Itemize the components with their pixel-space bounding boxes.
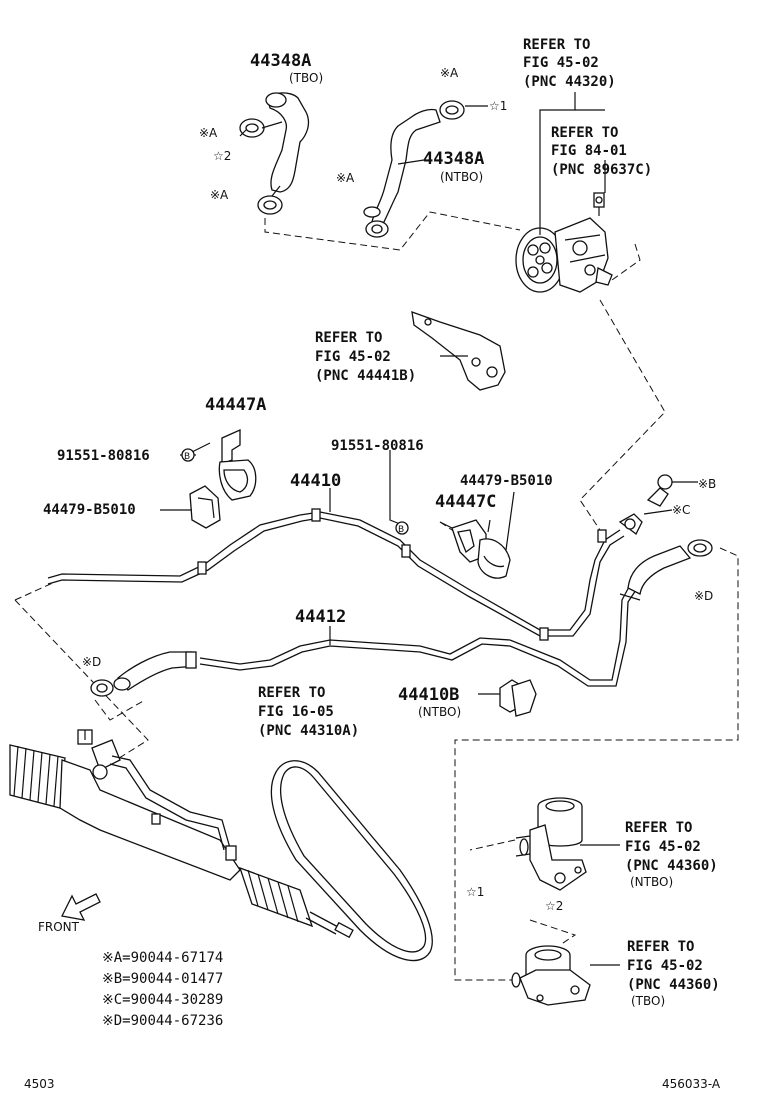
reservoir-ntbo [515,797,587,891]
sensor-ref-line-3: (PNC 89637C) [551,162,652,178]
pump-ref-line-2: FIG 45-02 [523,55,599,71]
footer-figure-number: 456033-A [662,1077,721,1091]
label-44348a-ntbo: 44348A [423,149,484,169]
pump-ref-line-3: (PNC 44320) [523,74,616,90]
callout-c-1: ※C [672,503,690,517]
power-steering-pump [515,192,613,293]
bracket-ref-line-3: (PNC 44441B) [315,368,416,384]
note-44410b: (NTBO) [418,705,461,719]
clamp-44410b [478,679,537,717]
belt-ref-line-1: REFER TO [258,685,325,701]
callout-d-1: ※D [694,589,713,603]
label-44410: 44410 [290,471,341,491]
sensor-ref-line-1: REFER TO [551,125,618,141]
callout-symbols: ※A ☆2 ※A ※A ☆1 ※A ※B ※C ※D ※D ☆1 ☆2 B B [82,66,716,913]
reservoir-tbo-ref-line-1: REFER TO [627,939,694,955]
reservoir-tbo [511,945,591,1006]
hose-44348a-tbo [239,92,310,215]
callout-a-1: ※A [199,126,218,140]
callout-star2-1: ☆2 [213,149,231,163]
callout-a-4: ※A [336,171,355,185]
callout-a-3: ※A [440,66,459,80]
label-44447c: 44447C [435,492,496,512]
pressure-tube-44410 [47,474,698,641]
belt-ref-line-3: (PNC 44310A) [258,723,359,739]
hose-44348a-ntbo [363,100,465,238]
sensor-ref-line-2: FIG 84-01 [551,143,627,159]
steering-gear-rack [9,729,354,939]
pump-ref-line-1: REFER TO [523,37,590,53]
reservoir-ntbo-note: (NTBO) [630,875,673,889]
callout-b-1: ※B [698,477,716,491]
label-bolt-mid: 91551-80816 [331,438,424,454]
callout-d-2: ※D [82,655,101,669]
label-44412: 44412 [295,607,346,627]
reservoir-tbo-ref-line-3: (PNC 44360) [627,977,720,993]
part-labels: 44348A (TBO) 44348A (NTBO) REFER TO FIG … [38,37,720,1008]
callout-a-2: ※A [210,188,229,202]
label-bolt-left: 91551-80816 [57,448,150,464]
front-label: FRONT [38,920,80,934]
bracket-ref-line-1: REFER TO [315,330,382,346]
circled-b-1: B [184,452,190,462]
reservoir-ntbo-ref-line-3: (PNC 44360) [625,858,718,874]
clamp-44447c-assembly [439,491,515,579]
reservoir-tbo-note: (TBO) [631,994,665,1008]
legend: ※A=90044-67174 ※B=90044-01477 ※C=90044-3… [102,950,223,1029]
bracket-ref-line-2: FIG 45-02 [315,349,391,365]
circled-b-2: B [398,525,404,535]
callout-star1-2: ☆1 [466,885,484,899]
clamp-44447a-assembly [160,428,257,529]
note-tbo-hose: (TBO) [289,71,323,85]
label-cushion-right: 44479-B5010 [460,473,553,489]
footer-page-number: 4503 [24,1077,55,1091]
reservoir-ntbo-ref-line-2: FIG 45-02 [625,839,701,855]
leader-lines [239,92,620,966]
legend-item-a: ※A=90044-67174 [102,950,223,966]
front-arrow-icon [61,893,101,921]
reservoir-tbo-ref-line-2: FIG 45-02 [627,958,703,974]
callout-star2-2: ☆2 [545,899,563,913]
callout-star1-1: ☆1 [489,99,507,113]
return-tube-44412 [90,539,713,697]
label-cushion-left: 44479-B5010 [43,502,136,518]
drive-belt [270,760,433,962]
label-44447a: 44447A [205,395,266,415]
legend-item-d: ※D=90044-67236 [102,1013,223,1029]
reservoir-ntbo-ref-line-1: REFER TO [625,820,692,836]
label-44348a-tbo: 44348A [250,51,311,71]
legend-item-b: ※B=90044-01477 [102,971,223,987]
label-44410b: 44410B [398,685,459,705]
legend-item-c: ※C=90044-30289 [102,992,223,1008]
pump-bracket [411,311,506,391]
belt-ref-line-2: FIG 16-05 [258,704,334,720]
note-ntbo-hose: (NTBO) [440,170,483,184]
